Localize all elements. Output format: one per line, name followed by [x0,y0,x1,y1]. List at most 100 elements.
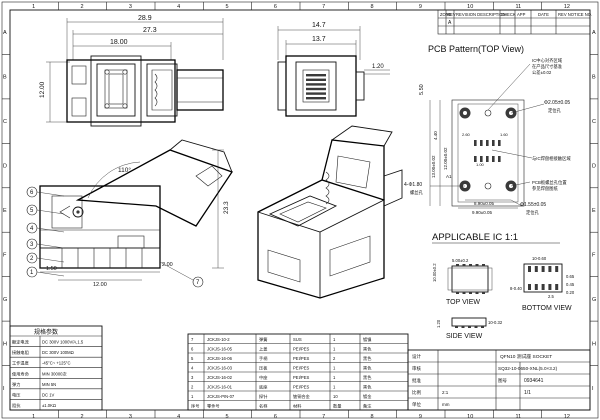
pcb-pad [492,156,495,162]
drawing-title: QFN10 测试座 SOCKET [500,353,552,360]
bom-cell-mat: PEI/PES [293,366,309,371]
bom-cell-no: 序号 [191,403,199,410]
dim-28-9: 28.9 [138,15,152,22]
bom-cell-qty: 1 [333,366,336,371]
rev-desc-header: REVISION DESCRIPTION [456,12,506,17]
spec-value: MIN 30000次 [42,370,67,377]
dim-12-00-vert: 12.00 [39,81,46,98]
pcb-pad [498,140,501,146]
dim-1-20: 1.20 [372,64,384,70]
frame-col-bottom-12: 12 [564,414,570,420]
bom-cell-qty: 1 [333,337,336,342]
side-view-top: 14.7 13.7 1.20 [277,22,390,117]
spec-key: 工作温度 [12,360,30,367]
ic-side-label: SIDE VIEW [446,333,483,340]
frame-row-right-E: E [592,208,596,214]
bom-cell-code: JCKJS-16-03 [207,366,233,371]
rev-row-label: A [448,20,452,26]
ic-pad [541,284,545,290]
ic-dim-5: 5.00±0.2 [452,258,469,263]
title-scale-value: 2:1 [442,390,449,395]
frame-row-right-B: B [592,75,596,81]
bom-cell-no: 2 [191,385,194,390]
socket-pin [306,78,326,81]
ic-pad [528,266,531,272]
socket-pin [306,92,326,95]
callout-label: 6 [30,190,34,196]
bom-cell-no: 1 [191,394,194,399]
bom-cell-code: JCKJS-16-01 [207,385,233,390]
frame-col-bottom-1: 1 [32,414,35,420]
dim-23-3: 23.3 [223,201,230,214]
bom-cell-qty: 数量 [333,403,341,410]
rev-zone-header: ZONE [440,12,452,17]
socket-pin [306,87,326,91]
ic-pad [548,266,552,272]
bom-cell-mat: PEI/PES [293,356,309,361]
bom-cell-mat: SUS [293,337,302,342]
pcb-pad [498,156,501,162]
dim-1-50: 1.50 [46,266,57,272]
bom-cell-name: 探针 [259,393,267,400]
frame-col-bottom-5: 5 [226,414,229,420]
frame-col-bottom-9: 9 [419,414,422,420]
bom-cell-name: 上盖 [259,346,267,352]
ic-dim-020: 0.20 [566,290,575,295]
frame-col-1: 1 [32,4,35,10]
spec-value: DC 300V 1000V/A,1.5 [42,340,84,345]
bom-cell-code: JCKJS-16-02 [207,375,233,380]
socket-pin [306,97,326,100]
ic-pin [469,264,472,266]
bom-cell-qty: 2 [333,356,336,361]
frame-col-bottom-10: 10 [467,414,473,420]
pcb-hole-pos: Φ1.55±0.05 [520,202,546,208]
title-label-unit: 单位 [412,401,421,408]
pcb-pad [480,140,483,146]
frame-col-bottom-3: 3 [129,414,132,420]
dim-18-00: 18.00 [110,39,128,46]
callout-label: 5 [30,208,34,214]
pcb-pad [480,156,483,162]
rev-rev-header: REV [447,12,456,17]
frame-row-E: E [3,208,7,214]
callout-7 [192,276,204,288]
drawing-number: 0934641 [524,378,544,384]
ic-pad [534,284,538,290]
pcb-note-pcb: PCB板螺丝孔位置参见焊盘图纸 [532,179,567,192]
frame-col-5: 5 [226,4,229,10]
pcb-pad [486,140,489,146]
frame-row-D: D [3,164,7,170]
top-view-drawing: 28.9 27.3 18.00 12.00 [39,15,224,127]
dim-12-00-bottom: 12.00 [93,282,107,288]
dim-13-7: 13.7 [312,36,326,43]
applicable-ic: APPLICABLE IC 1:1 5.00±0.2 10.00±0.2 TOP… [432,232,575,340]
frame-row-right-I: I [592,386,594,392]
callout-label: 7 [196,280,200,286]
pcb-note-mid: 与IC焊盘相接触区域 [532,155,571,162]
bom-cell-name: 名称 [259,403,267,410]
frame-col-bottom-8: 8 [371,414,374,420]
frame-row-B: B [3,75,7,81]
pcb-dim-2-60: 2.60 [462,132,471,137]
frame-col-bottom-6: 6 [274,414,277,420]
frame-row-G: G [3,297,7,303]
pcb-a1-label: A1 [446,174,452,179]
ic-dim-10-060: 10-0.60 [532,256,547,261]
frame-col-12: 12 [564,4,570,10]
frame-col-bottom-4: 4 [177,414,180,420]
ic-top-label: TOP VIEW [446,299,480,306]
ic-dim-065: 0.65 [566,274,575,279]
bom-cell-name: 底座 [259,384,267,391]
frame-col-bottom-2: 2 [81,414,84,420]
bom-cell-code: JCKJS-PIN-07 [207,394,235,399]
ic-lead [474,326,478,328]
bom-cell-mat: 铍铜合金 [293,393,311,400]
socket-pin [306,74,326,77]
ic-pad [548,284,552,290]
frame-row-right-D: D [592,164,596,170]
frame-col-8: 8 [371,4,374,10]
